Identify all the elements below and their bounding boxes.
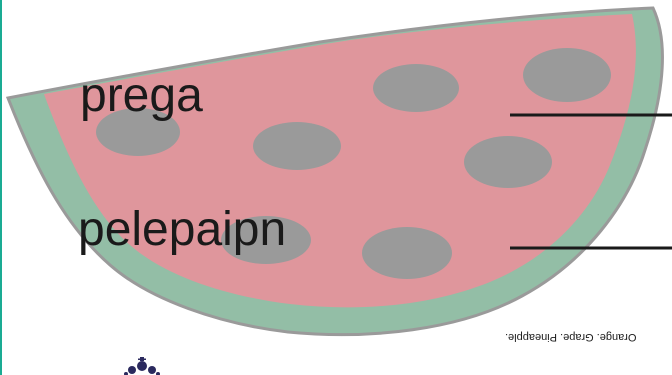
seed: [373, 64, 459, 112]
scrambled-word-2: pelepaipn: [78, 206, 286, 254]
seed: [362, 227, 452, 279]
seed: [253, 122, 341, 170]
seed: [464, 136, 552, 188]
scrambled-word-1: prega: [80, 72, 203, 120]
crest-logo-icon: [122, 357, 162, 375]
answer-key-caption: Orange. Grape. Pineapple.: [505, 331, 636, 343]
seed: [523, 48, 611, 102]
